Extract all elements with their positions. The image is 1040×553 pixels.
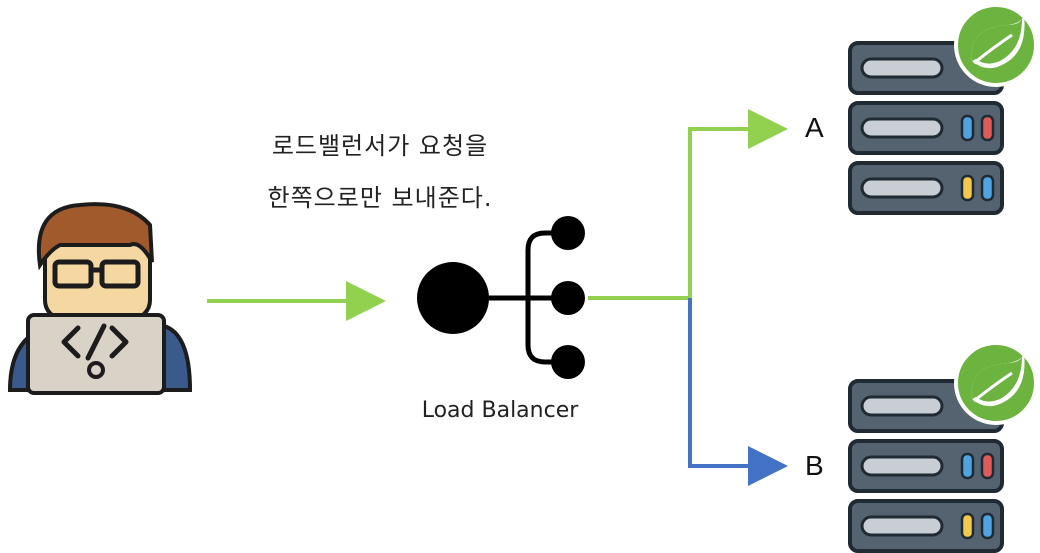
server-b-icon: [848, 379, 1004, 553]
caption-line-1: 로드밸런서가 요청을: [271, 132, 489, 160]
route-to-a-arrow: [588, 109, 788, 300]
caption-line-2: 한쪽으로만 보내준다.: [267, 184, 493, 212]
server-a-icon: [848, 41, 1004, 215]
server-b-label: B: [805, 450, 824, 481]
load-balancer-icon: [417, 216, 585, 379]
spring-leaf-icon: [954, 341, 1038, 425]
developer-icon: [7, 202, 193, 395]
server-a-label: A: [805, 112, 824, 143]
route-to-b-arrow: [688, 298, 788, 486]
spring-leaf-icon: [954, 3, 1038, 87]
load-balancer-label: Load Balancer: [421, 398, 579, 423]
